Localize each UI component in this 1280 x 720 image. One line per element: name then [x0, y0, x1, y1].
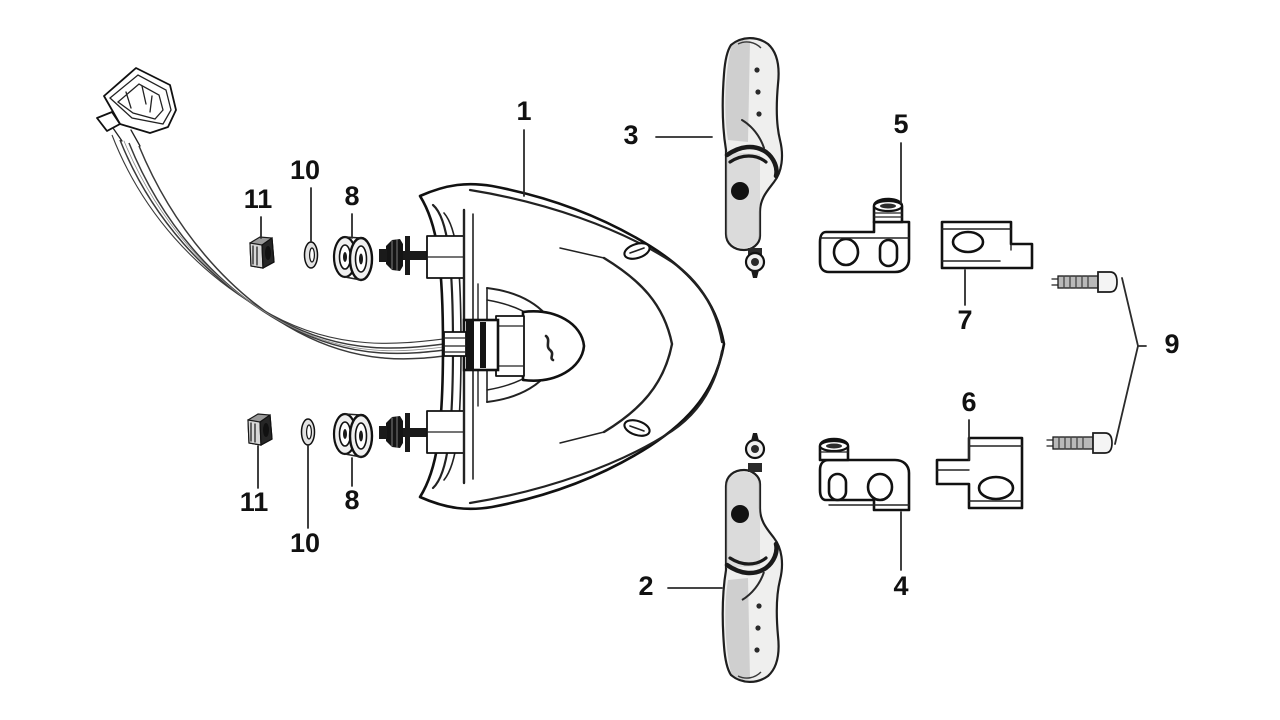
- callout-11-lower: 11: [240, 487, 269, 517]
- screw-lower: [1046, 432, 1113, 454]
- lamp-bulb: [443, 310, 586, 382]
- screw-upper: [1051, 271, 1118, 293]
- callout-3: 3: [623, 120, 638, 150]
- callout-9: 9: [1164, 329, 1179, 359]
- nut-upper: [249, 236, 275, 269]
- callout-1: 1: [516, 96, 531, 126]
- clip-plate-lower: [935, 436, 1024, 510]
- washer-upper: [303, 241, 319, 269]
- callout-labels: 1 2 3 4 5 6 7 8 8 9 10 10 11 11: [240, 96, 1180, 601]
- bracket-lower-left: [818, 437, 911, 512]
- turn-signal-lower: [721, 433, 784, 683]
- leader-9: [1114, 277, 1147, 445]
- clip-plate-upper: [940, 220, 1034, 270]
- grommet-lower: [332, 412, 374, 459]
- callout-2: 2: [638, 571, 653, 601]
- callout-10-lower: 10: [290, 528, 320, 558]
- turn-signal-upper: [721, 37, 784, 278]
- callout-11-upper: 11: [244, 184, 273, 214]
- washer-lower: [300, 418, 316, 446]
- harness-connector: [96, 67, 177, 147]
- callout-5: 5: [893, 109, 908, 139]
- leader-lines: [257, 129, 1147, 589]
- wire-harness: [111, 134, 453, 360]
- callout-4: 4: [893, 571, 908, 601]
- callout-8-lower: 8: [344, 485, 359, 515]
- nut-lower: [247, 413, 273, 446]
- callout-7: 7: [957, 305, 972, 335]
- callout-6: 6: [961, 387, 976, 417]
- grommet-upper: [332, 235, 374, 282]
- callout-8-upper: 8: [344, 181, 359, 211]
- bracket-upper-left: [818, 197, 911, 274]
- callout-10-upper: 10: [290, 155, 320, 185]
- mounting-stud-upper: [379, 236, 427, 275]
- mounting-stud-lower: [379, 413, 427, 452]
